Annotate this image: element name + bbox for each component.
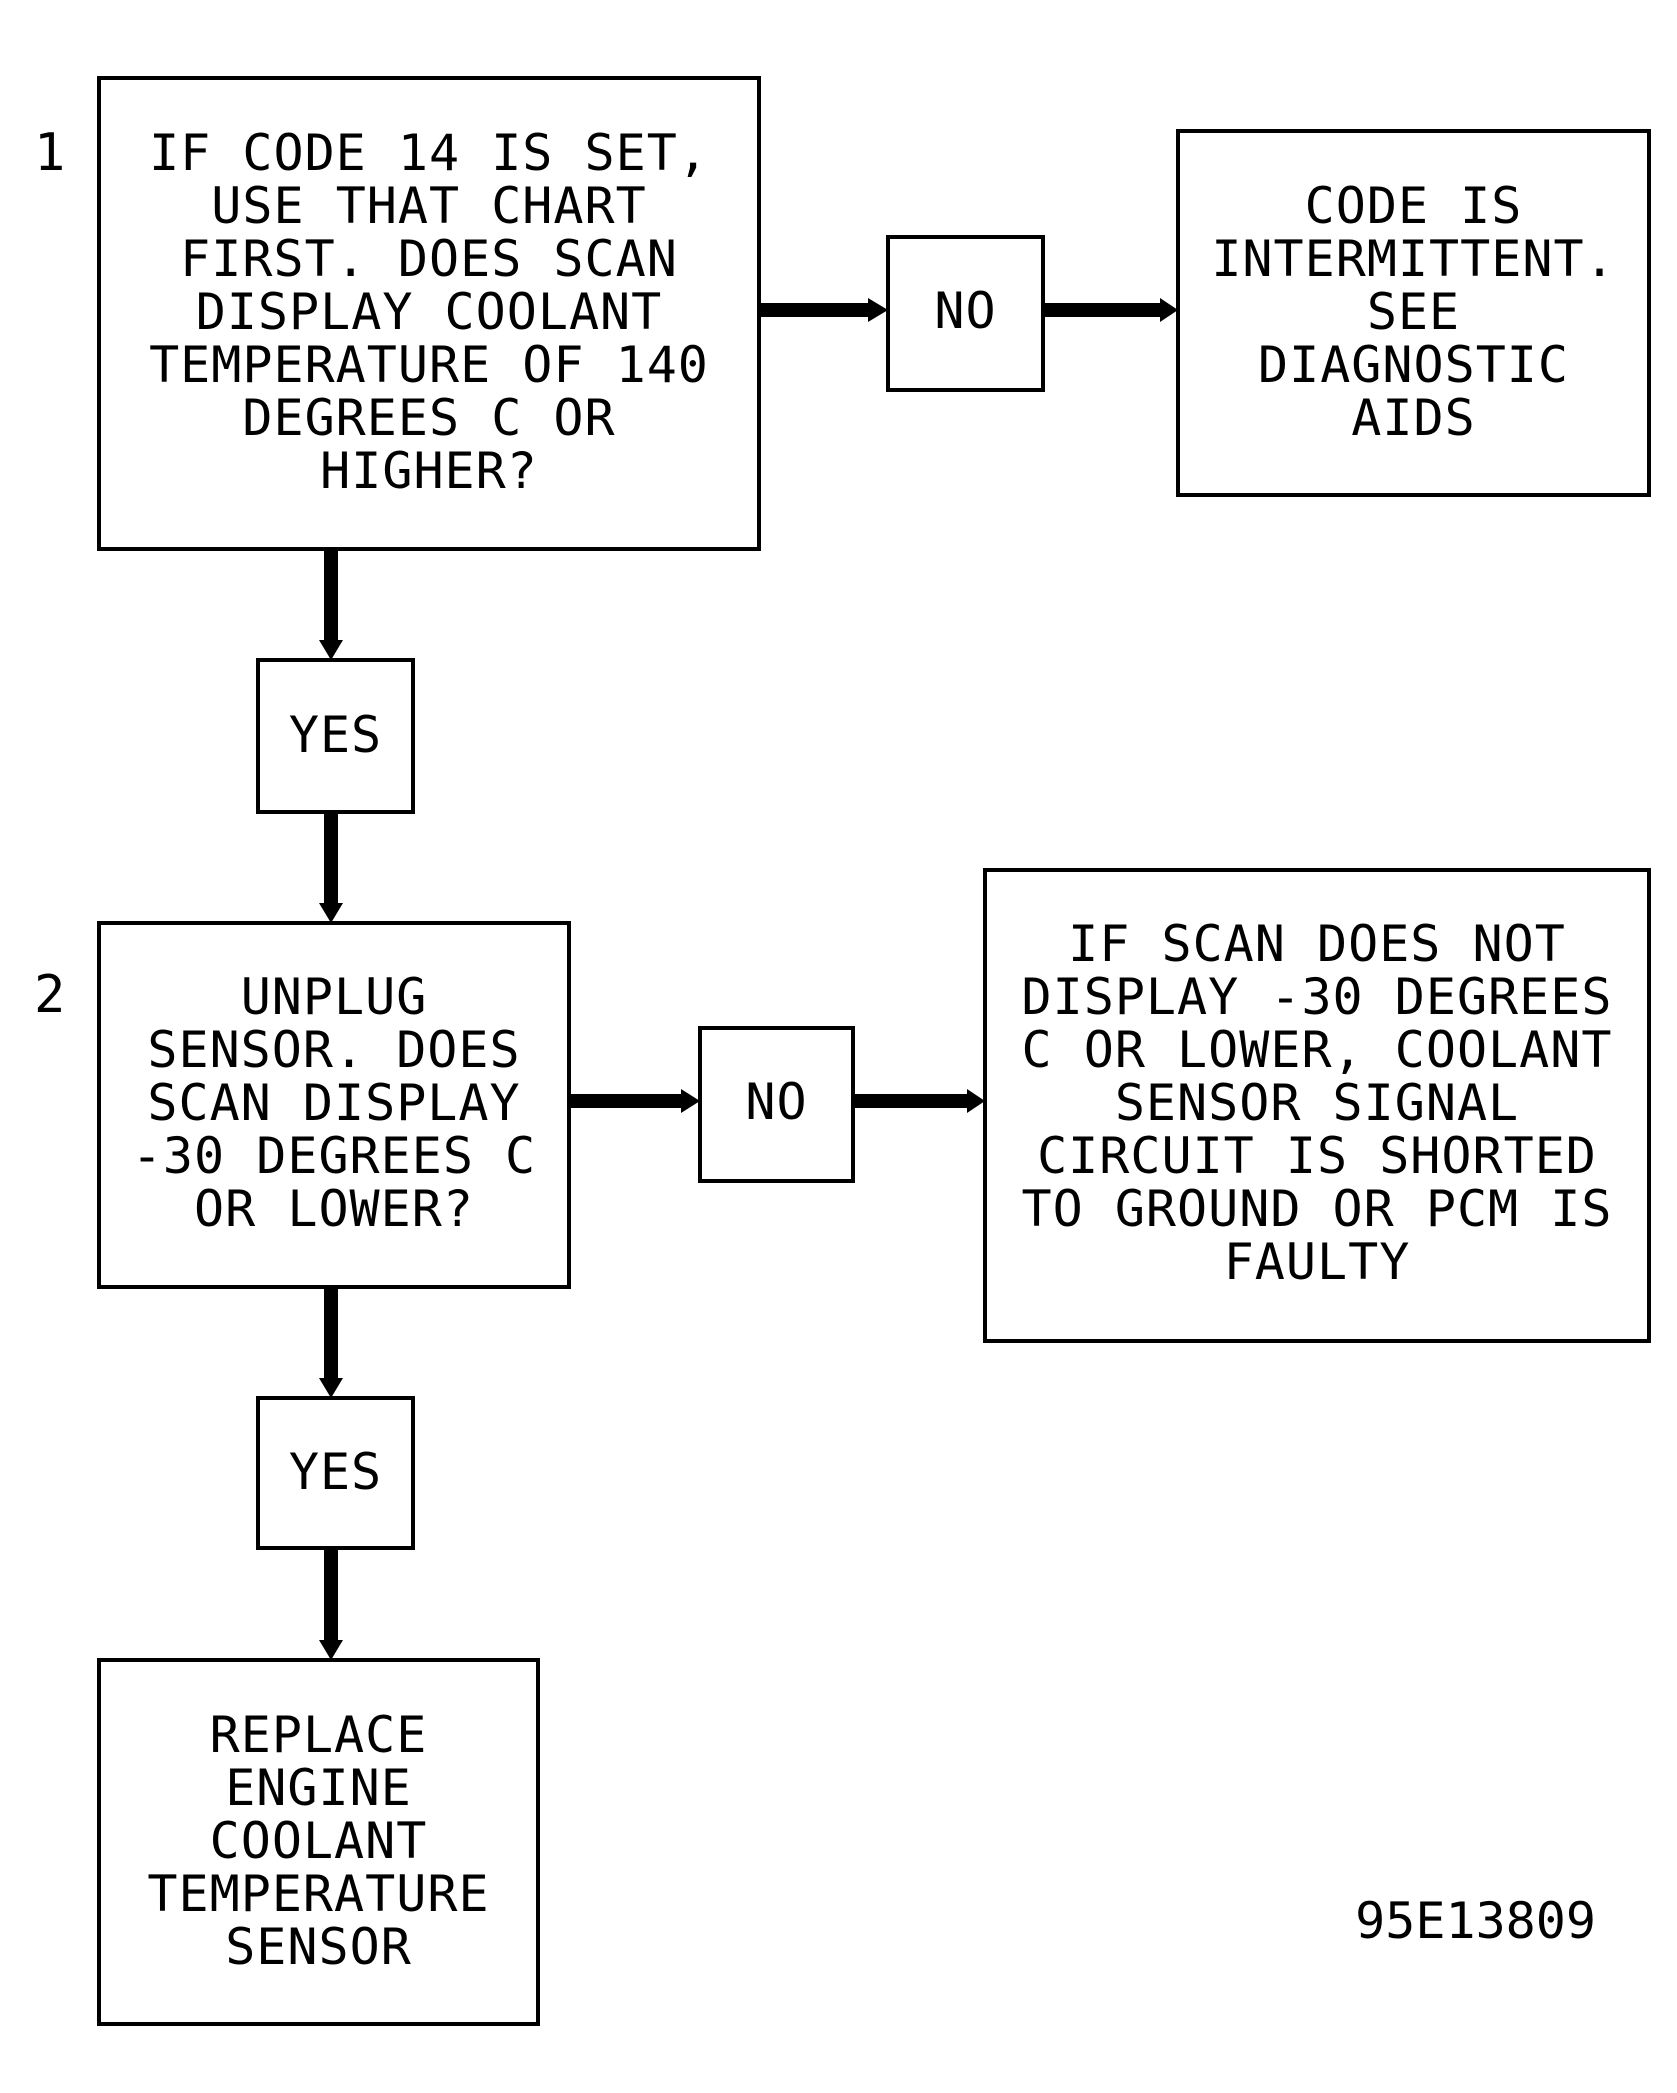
box-text-line: SEE — [1367, 283, 1460, 341]
no-box-1: NO — [886, 235, 1045, 392]
arrowhead — [319, 1640, 343, 1660]
box-text-line: -30 DEGREES C — [132, 1127, 536, 1185]
box-text-line: FAULTY — [1224, 1233, 1411, 1291]
box-text-line: UNPLUG — [241, 968, 428, 1026]
step-number-1: 1 — [34, 123, 65, 183]
yes-box-1: YES — [256, 658, 415, 814]
box-text-line: DIAGNOSTIC — [1258, 336, 1569, 394]
box-text-line: SENSOR — [225, 1918, 412, 1976]
yes1-text: YES — [289, 706, 382, 764]
reference-code: 95E13809 — [1355, 1892, 1596, 1950]
arrowhead — [967, 1089, 985, 1113]
box-text-line: REPLACE — [210, 1706, 428, 1764]
no2-text: NO — [745, 1073, 807, 1131]
box-text-line: AIDS — [1351, 389, 1475, 447]
arrowhead — [1160, 298, 1178, 322]
yes2-text: YES — [289, 1443, 382, 1501]
box-text-line: INTERMITTENT. — [1211, 230, 1615, 288]
box-text-line: TEMPERATURE — [147, 1865, 489, 1923]
box-text-line: TEMPERATURE OF 140 — [149, 336, 709, 394]
box-text-line: DISPLAY -30 DEGREES — [1022, 968, 1613, 1026]
box-text-line: NO — [934, 282, 996, 340]
box-text-line: YES — [289, 706, 382, 764]
connectors — [319, 298, 1178, 1660]
box-text-line: USE THAT CHART — [211, 177, 646, 235]
box-text-line: TO GROUND OR PCM IS — [1022, 1180, 1613, 1238]
box-text-line: SENSOR. DOES — [147, 1021, 520, 1079]
box-text-line: CODE IS — [1305, 177, 1523, 235]
box-text-line: COOLANT — [210, 1812, 428, 1870]
arrowhead — [319, 1378, 343, 1398]
box-text-line: C OR LOWER, COOLANT — [1022, 1021, 1613, 1079]
no1-text: NO — [934, 282, 996, 340]
box-text-line: DEGREES C OR — [242, 389, 615, 447]
box-text-line: CIRCUIT IS SHORTED — [1037, 1127, 1597, 1185]
no-box-2: NO — [698, 1026, 855, 1183]
box-text-line: HIGHER? — [320, 442, 538, 500]
step-number-2: 2 — [34, 965, 65, 1025]
box-text-line: IF CODE 14 IS SET, — [149, 124, 709, 182]
box-text-line: OR LOWER? — [194, 1180, 474, 1238]
arrowhead — [868, 298, 888, 322]
box-text-line: SCAN DISPLAY — [147, 1074, 520, 1132]
box-text-line: SENSOR SIGNAL — [1115, 1074, 1519, 1132]
box-text-line: ENGINE — [225, 1759, 412, 1817]
yes-box-2: YES — [256, 1396, 415, 1550]
box-text-line: DISPLAY COOLANT — [196, 283, 663, 341]
box-text-line: IF SCAN DOES NOT — [1068, 915, 1566, 973]
box-text-line: FIRST. DOES SCAN — [180, 230, 678, 288]
arrowhead — [319, 640, 343, 660]
box-text-line: YES — [289, 1443, 382, 1501]
box-text-line: NO — [745, 1073, 807, 1131]
arrowhead — [319, 903, 343, 923]
arrowhead — [681, 1089, 700, 1113]
